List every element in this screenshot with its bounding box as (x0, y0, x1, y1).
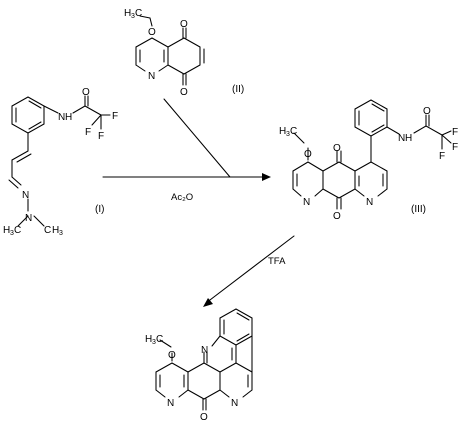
atom-label: F (452, 127, 458, 138)
atom-label: H (52, 225, 59, 236)
atom-label: C (135, 8, 142, 19)
atom-label: O (180, 87, 188, 98)
atom-label: C (290, 126, 297, 137)
atom-label: O (304, 149, 312, 160)
atom-label: N (148, 71, 155, 82)
atom-label: 3 (152, 339, 156, 346)
atom-label: N (398, 133, 405, 144)
atom-label: C (14, 225, 21, 236)
compound-iii-structure (292, 99, 452, 210)
atom-label: F (98, 131, 104, 142)
compound-ii-structure (135, 15, 205, 86)
atom-label: N (366, 197, 373, 208)
compound-iii-label: (III) (411, 204, 426, 215)
atom-label: N (167, 398, 174, 409)
atom-label: F (85, 127, 91, 138)
atom-label: N (22, 190, 29, 201)
atom-label: H (65, 112, 72, 123)
atom-label: 3 (10, 230, 14, 237)
atom-label: F (439, 151, 445, 162)
atom-label: H (279, 126, 286, 137)
atom-label: F (112, 111, 118, 122)
compound-ii-label: (II) (232, 84, 244, 95)
product-structure (155, 308, 253, 411)
reaction-arrow-2 (203, 235, 295, 307)
atom-label: 3 (131, 13, 135, 20)
atom-label: O (148, 27, 156, 38)
atom-label: H (124, 8, 131, 19)
atom-label: O (333, 143, 341, 154)
atom-label: O (168, 350, 176, 361)
atom-label: O (200, 412, 208, 423)
atom-label: N (201, 345, 208, 356)
reagent-label-ac2o: Ac₂O (171, 192, 193, 203)
atom-label: N (231, 398, 238, 409)
reaction-arrow-1 (102, 98, 271, 181)
atom-label: C (156, 334, 163, 345)
atom-label: 3 (59, 230, 63, 237)
atom-label: N (303, 197, 310, 208)
atom-label: N (25, 213, 32, 224)
atom-label: O (82, 87, 90, 98)
atom-label: C (44, 225, 51, 236)
atom-label: 3 (286, 131, 290, 138)
atom-label: F (452, 142, 458, 153)
atom-label: O (423, 106, 431, 117)
compound-i-label: (I) (95, 204, 104, 215)
compound-i-structure (8, 95, 111, 227)
atom-label: H (405, 133, 412, 144)
reagent-label-tfa: TFA (268, 256, 286, 267)
atom-label: N (58, 112, 65, 123)
atom-label: H (3, 225, 10, 236)
atom-label: O (333, 211, 341, 222)
atom-label: H (145, 334, 152, 345)
atom-label: O (180, 19, 188, 30)
